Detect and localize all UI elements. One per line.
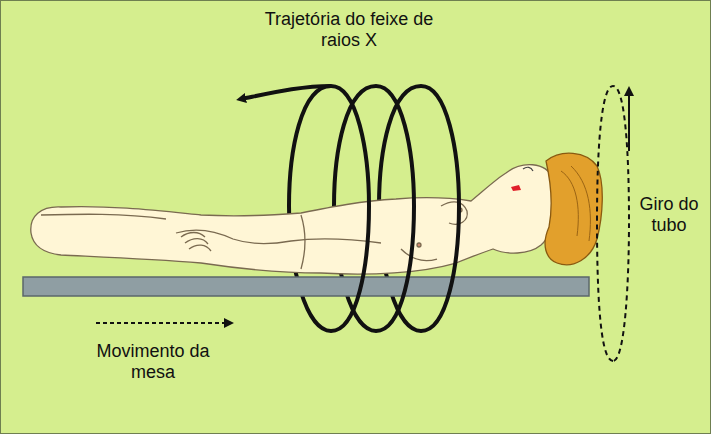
hair-strands	[561, 166, 590, 241]
hair	[545, 153, 602, 265]
tube-rotation-label: Giro do tubo	[633, 194, 705, 236]
beam-spiral-front	[241, 86, 459, 331]
lips	[511, 185, 521, 191]
beam-trajectory-label: Trajetória do feixe de raios X	[262, 9, 437, 51]
table-motion-arrow	[96, 322, 229, 324]
tube-rotation-path	[597, 86, 629, 361]
tube-rotation-arrow	[628, 91, 630, 151]
eye	[523, 167, 533, 171]
table-motion-label: Movimento da mesa	[96, 341, 211, 383]
patient	[31, 165, 556, 274]
table	[23, 277, 589, 296]
